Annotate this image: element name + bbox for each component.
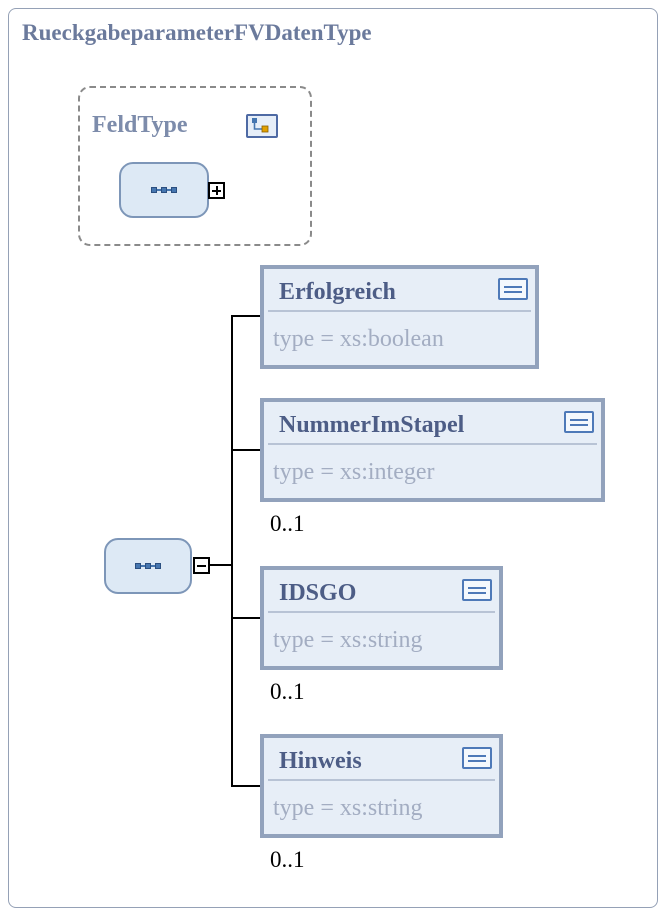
element-divider	[268, 779, 495, 781]
element-name: NummerImStapel	[279, 412, 465, 438]
group-sequence-compositor[interactable]	[119, 162, 209, 218]
documentation-icon	[564, 411, 594, 433]
documentation-icon	[498, 278, 528, 300]
element-type: type = xs:string	[273, 795, 423, 821]
group-reference-name: FeldType	[92, 112, 188, 138]
element-divider	[268, 310, 531, 312]
cardinality-label: 0..1	[270, 847, 305, 872]
collapse-toggle[interactable]	[193, 557, 210, 574]
connector-trunk	[231, 315, 233, 786]
documentation-icon	[462, 747, 492, 769]
element-type: type = xs:boolean	[273, 326, 444, 352]
connector-branch	[231, 785, 261, 787]
complex-type-title: RueckgabeparameterFVDatenType	[22, 20, 372, 45]
element-type: type = xs:integer	[273, 459, 435, 485]
element-divider	[268, 611, 495, 613]
sequence-icon	[135, 563, 161, 569]
element-name: Hinweis	[279, 748, 362, 774]
connector-branch	[231, 617, 261, 619]
sequence-icon	[151, 187, 177, 193]
cardinality-label: 0..1	[270, 511, 305, 536]
element-divider	[268, 443, 597, 445]
documentation-icon	[462, 579, 492, 601]
type-icon	[246, 114, 278, 138]
element-type: type = xs:string	[273, 627, 423, 653]
element-box-hinweis[interactable]: Hinweis type = xs:string	[260, 734, 503, 838]
connector-line	[210, 564, 232, 566]
main-sequence-compositor[interactable]	[104, 538, 192, 594]
connector-branch	[231, 315, 261, 317]
element-box-idsgo[interactable]: IDSGO type = xs:string	[260, 566, 503, 670]
element-box-erfolgreich[interactable]: Erfolgreich type = xs:boolean	[260, 265, 539, 369]
cardinality-label: 0..1	[270, 679, 305, 704]
expand-toggle[interactable]	[208, 182, 225, 199]
connector-branch	[231, 449, 261, 451]
group-reference-box	[78, 86, 312, 246]
element-name: IDSGO	[279, 580, 357, 606]
element-box-nummerimstapel[interactable]: NummerImStapel type = xs:integer	[260, 398, 605, 502]
element-name: Erfolgreich	[279, 279, 396, 305]
